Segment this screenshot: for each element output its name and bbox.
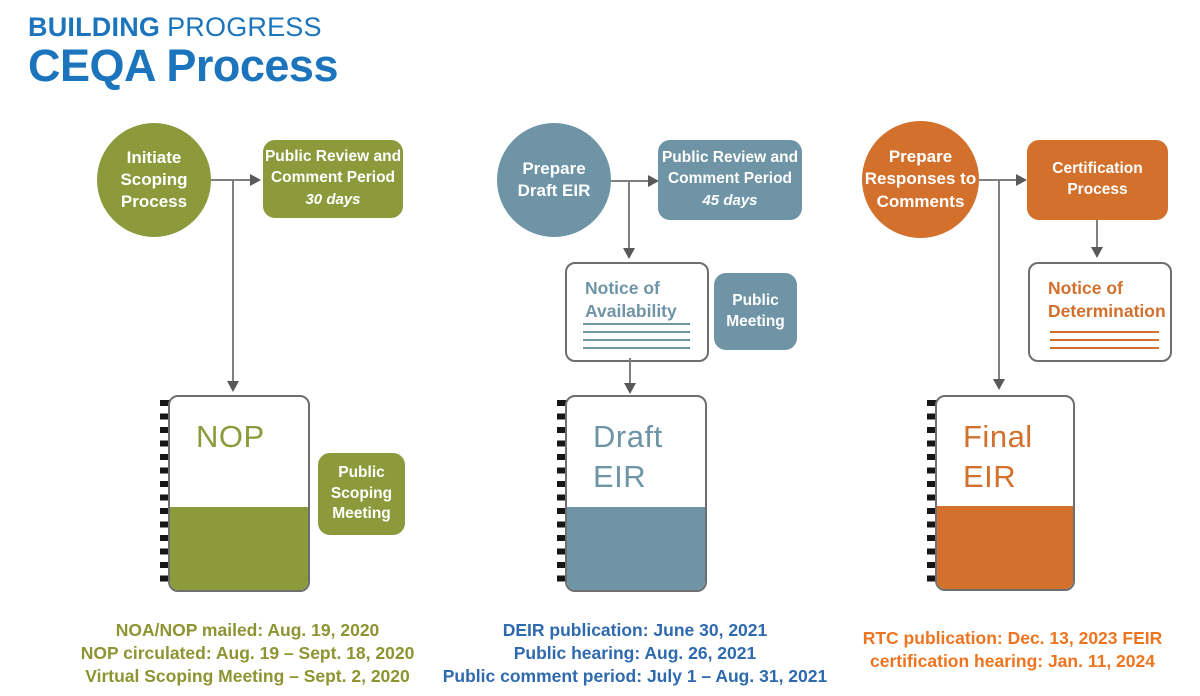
final-eir-document: Final EIR: [927, 395, 1075, 591]
arrow-right-icon: [250, 174, 261, 186]
connector-line: [998, 180, 1000, 380]
draft-eir-date-line: DEIR publication: June 30, 2021: [502, 620, 768, 640]
document-line: [1050, 339, 1159, 341]
final-eir-dates: RTC publication: Dec. 13, 2023 FEIR cert…: [825, 627, 1200, 673]
final-eir-document-label: Final EIR: [963, 419, 1033, 495]
public-scoping-meeting-label: Public Scoping Meeting: [330, 463, 393, 523]
brand-bold-text: BUILDING: [28, 12, 161, 42]
public-review-45-title: Public Review and Comment Period: [661, 149, 799, 188]
arrow-down-icon: [227, 381, 239, 392]
scoping-dates: NOA/NOP mailed: Aug. 19, 2020 NOP circul…: [35, 619, 460, 687]
brand-light-text: PROGRESS: [167, 12, 322, 42]
public-scoping-meeting-box: Public Scoping Meeting: [318, 453, 405, 535]
document-line: [583, 323, 690, 325]
certification-process-label: Certification Process: [1052, 160, 1143, 198]
arrow-down-icon: [1091, 247, 1103, 258]
public-meeting-label: Public Meeting: [726, 291, 785, 330]
nop-document-cover: NOP: [168, 395, 310, 592]
prepare-responses-circle: Prepare Responses to Comments: [862, 121, 979, 238]
document-lines-icon: [583, 317, 690, 349]
draft-eir-dates: DEIR publication: June 30, 2021 Public h…: [425, 619, 845, 687]
draft-eir-document-cover: Draft EIR: [565, 395, 707, 592]
connector-line: [232, 180, 234, 382]
document-line: [583, 331, 690, 333]
notice-of-availability-label: Notice of Availability: [585, 278, 677, 322]
scoping-date-line: NOA/NOP mailed: Aug. 19, 2020: [115, 620, 380, 640]
nop-document: NOP: [160, 395, 310, 592]
connector-line: [1096, 220, 1098, 248]
draft-eir-document: Draft EIR: [557, 395, 707, 592]
connector-line: [611, 180, 649, 182]
notice-of-determination-label: Notice of Determination: [1048, 278, 1166, 322]
prepare-draft-eir-circle: Prepare Draft EIR: [497, 123, 611, 237]
draft-eir-document-label: Draft EIR: [593, 419, 663, 495]
notice-of-availability-card: Notice of Availability: [565, 262, 709, 362]
arrow-right-icon: [1016, 174, 1027, 186]
certification-process-box: Certification Process: [1027, 140, 1168, 220]
public-meeting-box: Public Meeting: [714, 273, 797, 350]
public-review-30-box: Public Review and Comment Period 30 days: [263, 140, 403, 218]
scoping-date-line: NOP circulated: Aug. 19 – Sept. 18, 2020: [80, 642, 415, 663]
arrow-down-icon: [993, 379, 1005, 390]
initiate-scoping-circle: Initiate Scoping Process: [97, 123, 211, 237]
document-line: [583, 347, 690, 349]
initiate-scoping-label: Initiate Scoping Process: [120, 147, 188, 212]
connector-line: [628, 181, 630, 249]
connector-line: [629, 358, 631, 384]
prepare-draft-eir-label: Prepare Draft EIR: [517, 158, 591, 200]
draft-eir-document-fill: [567, 507, 705, 590]
final-eir-date-line: RTC publication: Dec. 13, 2023 FEIR: [862, 628, 1163, 648]
document-line: [1050, 331, 1159, 333]
final-eir-document-cover: Final EIR: [935, 395, 1075, 591]
final-eir-date-line: certification hearing: Jan. 11, 2024: [870, 650, 1155, 671]
arrow-down-icon: [623, 248, 635, 259]
public-review-45-days: 45 days: [702, 192, 758, 210]
scoping-date-line: Virtual Scoping Meeting – Sept. 2, 2020: [85, 665, 410, 686]
nop-document-label: NOP: [196, 419, 265, 454]
document-lines-icon: [1050, 325, 1159, 349]
public-review-30-title: Public Review and Comment Period: [264, 148, 402, 187]
prepare-responses-label: Prepare Responses to Comments: [864, 147, 977, 211]
nop-document-fill: [170, 507, 308, 590]
page-title: CEQA Process: [28, 40, 338, 91]
draft-eir-date-line: Public comment period: July 1 – Aug. 31,…: [442, 665, 828, 686]
public-review-30-days: 30 days: [305, 191, 361, 209]
draft-eir-date-line: Public hearing: Aug. 26, 2021: [513, 642, 757, 663]
connector-line: [211, 179, 251, 181]
final-eir-document-fill: [937, 506, 1073, 589]
document-line: [1050, 347, 1159, 349]
notice-of-determination-card: Notice of Determination: [1028, 262, 1172, 362]
arrow-down-icon: [624, 383, 636, 394]
public-review-45-box: Public Review and Comment Period 45 days: [658, 140, 802, 220]
arrow-right-icon: [648, 175, 659, 187]
document-line: [583, 339, 690, 341]
